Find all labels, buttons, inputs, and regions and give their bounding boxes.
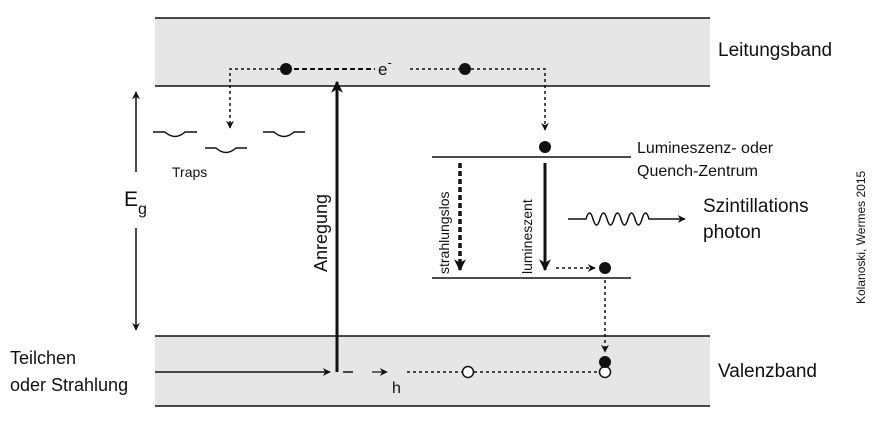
- traps-label: Traps: [172, 164, 207, 180]
- electron-dot-lower-level: [599, 262, 611, 274]
- luminescent-label: lumineszent: [519, 199, 535, 274]
- trap-1: [153, 131, 197, 138]
- center-label-line1: Lumineszenz- oder: [637, 140, 774, 157]
- electron-dot-right: [459, 63, 471, 75]
- photon-label-line1: Szintillations: [703, 196, 809, 217]
- center-label-line2: Quench-Zentrum: [637, 163, 758, 180]
- electron-label: e-: [378, 55, 392, 79]
- photon-label-line2: photon: [703, 222, 761, 243]
- photon-wave: [568, 212, 686, 226]
- credit-text: Kolanoski, Wermes 2015: [854, 170, 868, 304]
- traps: [153, 131, 305, 154]
- trap-3: [263, 131, 305, 138]
- band-gap-label: Eg: [124, 188, 147, 218]
- particle-label-line2: oder Strahlung: [10, 375, 128, 395]
- trap-2: [205, 147, 247, 154]
- hole-circle-right: [598, 365, 612, 379]
- electron-path-to-trap: [226, 68, 286, 129]
- electron-dot-center: [539, 141, 551, 153]
- conduction-band: [155, 18, 710, 86]
- hole-circle-middle: [461, 365, 475, 379]
- conduction-band-label: Leitungsband: [718, 40, 832, 61]
- nonradiative-label: strahlungslos: [436, 192, 452, 275]
- electron-path-to-center: [465, 68, 549, 131]
- valence-band: [155, 336, 710, 406]
- excitation-label: Anregung: [311, 194, 331, 272]
- particle-label-line1: Teilchen: [10, 348, 76, 368]
- valence-band-label: Valenzband: [718, 361, 817, 382]
- electron-dot-left: [280, 63, 292, 75]
- hole-label: h: [392, 380, 401, 397]
- recombined-electron-dot: [599, 356, 611, 368]
